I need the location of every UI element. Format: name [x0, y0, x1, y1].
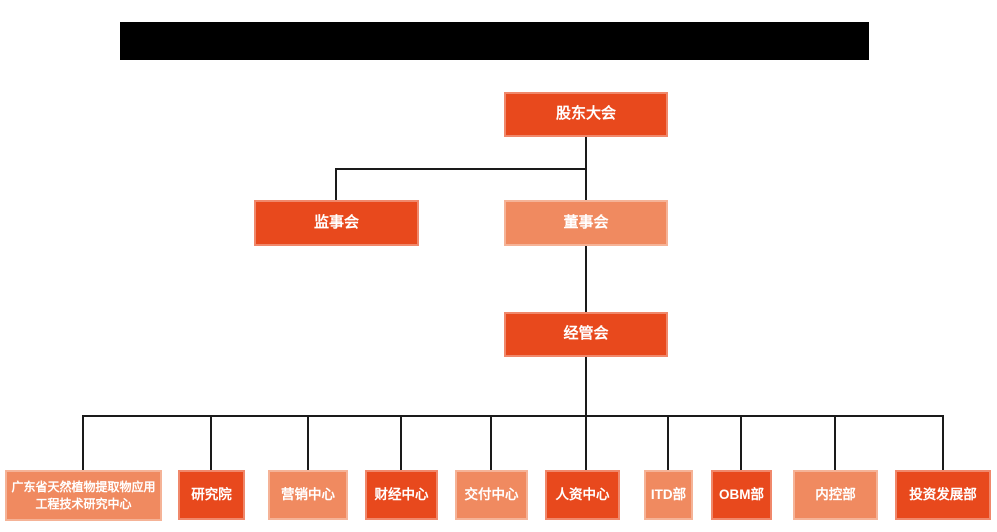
org-node-label: 董事会	[563, 213, 609, 231]
redacted-title-bar	[120, 22, 869, 60]
org-node-research-institute: 研究院	[178, 470, 245, 520]
org-node-label: 股东大会	[555, 105, 616, 123]
org-node-label: 交付中心	[464, 486, 519, 502]
org-node-board-of-directors: 董事会	[504, 200, 668, 246]
org-node-supervisory-board: 监事会	[254, 200, 419, 246]
org-node-gd-research-center: 广东省天然植物提取物应用工程技术研究中心	[5, 470, 162, 521]
org-node-label: 研究院	[191, 486, 232, 502]
org-node-label: 营销中心	[281, 486, 335, 502]
org-node-itd-department: ITD部	[644, 470, 693, 520]
org-node-marketing-center: 营销中心	[268, 470, 348, 520]
org-node-delivery-center: 交付中心	[455, 470, 528, 520]
org-node-label: 人资中心	[555, 486, 610, 502]
org-node-label: 广东省天然植物提取物应用工程技术研究中心	[11, 480, 156, 511]
org-node-finance-center: 财经中心	[365, 470, 438, 520]
org-node-hr-center: 人资中心	[545, 470, 620, 520]
org-node-shareholders-meeting: 股东大会	[504, 92, 668, 137]
org-node-investment-dev: 投资发展部	[895, 470, 991, 520]
org-node-obm-department: OBM部	[711, 470, 772, 520]
org-node-label: 监事会	[313, 213, 359, 231]
org-node-internal-control: 内控部	[793, 470, 878, 520]
org-node-label: 投资发展部	[909, 486, 977, 502]
org-node-label: 内控部	[815, 486, 856, 502]
org-node-label: OBM部	[719, 486, 764, 502]
org-node-label: 经管会	[563, 325, 609, 343]
org-node-label: 财经中心	[374, 486, 429, 502]
org-node-label: ITD部	[650, 486, 687, 502]
org-node-management-committee: 经管会	[504, 312, 668, 357]
